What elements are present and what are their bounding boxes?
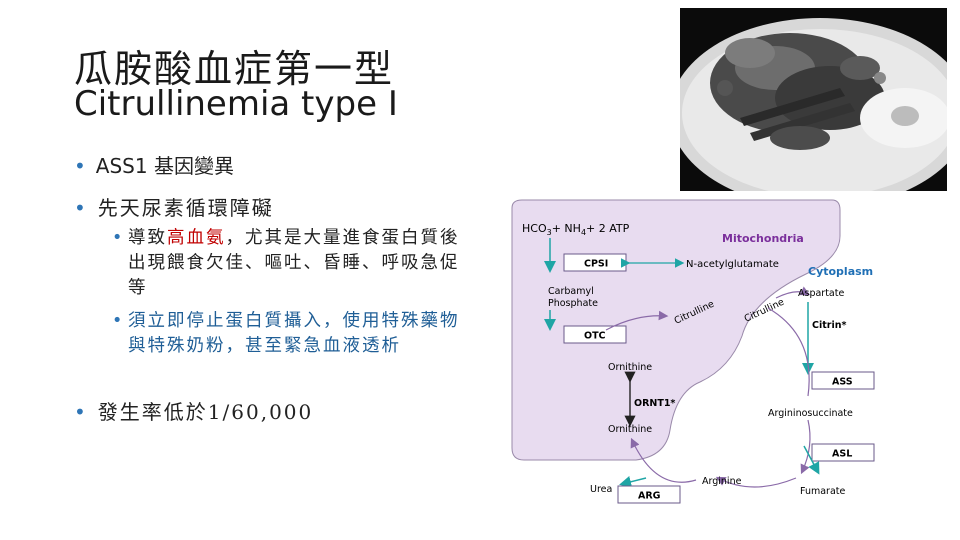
bullet-dot: • xyxy=(74,196,88,220)
phosphate-label: Phosphate xyxy=(548,298,598,309)
ass-enzyme-box xyxy=(811,371,875,390)
bullet-incidence: • 發生率低於1/60,000 xyxy=(74,396,313,425)
mitochondria-label: Mitochondria xyxy=(722,232,804,245)
bullet-dot: • xyxy=(74,400,88,424)
cytoplasm-label: Cytoplasm xyxy=(808,265,873,278)
page-title-english: Citrullinemia type I xyxy=(74,84,398,124)
otc-enzyme-box xyxy=(563,325,627,344)
bullet-gene: • ASS1 基因變異 xyxy=(74,150,234,179)
urea-label: Urea xyxy=(590,484,612,495)
nag-label: N-acetylglutamate xyxy=(686,259,779,270)
sub-bullet-symptoms: • 導致高血氨，尤其是大量進食蛋白質後出現餵食欠佳、嘔吐、昏睡、呼吸急促等 xyxy=(112,226,473,301)
sub-bullet-treatment: • 須立即停止蛋白質攝入，使用特殊藥物與特殊奶粉，甚至緊急血液透析 xyxy=(112,309,473,359)
bullet-dot: • xyxy=(74,154,86,178)
arg-enzyme-box xyxy=(617,485,681,504)
cpsi-label: CPSI xyxy=(584,259,608,270)
bullet-gene-text: ASS1 基因變異 xyxy=(95,154,234,178)
ornithine-bottom-label: Ornithine xyxy=(608,424,652,435)
citrin-label: Citrin* xyxy=(812,320,846,331)
bullet-disorder: • 先天尿素循環障礙 xyxy=(74,192,274,221)
sub-bullet-symptoms-pre: 導致 xyxy=(128,228,167,248)
argininosuccinate-label: Argininosuccinate xyxy=(768,408,853,419)
asl-label: ASL xyxy=(832,449,852,460)
ornithine-top-label: Ornithine xyxy=(608,362,652,373)
hco3-label: HCO3+ NH4+ 2 ATP xyxy=(522,222,630,237)
page-title-chinese: 瓜胺酸血症第一型 xyxy=(74,47,395,91)
sub-bullet-symptoms-post: ，尤其是大量進食蛋白質後出現餵食欠佳、嘔吐、昏睡、呼吸急促等 xyxy=(128,228,460,298)
arginine-label: Arginine xyxy=(702,476,742,487)
arg-label: ARG xyxy=(638,491,661,502)
ass-label: ASS xyxy=(832,377,853,388)
food-photo xyxy=(680,8,947,191)
sub-bullet-treatment-text: 須立即停止蛋白質攝入，使用特殊藥物與特殊奶粉，甚至緊急血液透析 xyxy=(128,311,460,356)
carbamyl-label: Carbamyl xyxy=(548,286,594,297)
highlight-hyperammonemia: 高血氨 xyxy=(167,228,226,248)
bullet-disorder-text: 先天尿素循環障礙 xyxy=(97,196,274,220)
bullet-incidence-text: 發生率低於1/60,000 xyxy=(97,400,314,424)
urea-cycle-diagram: HCO3+ NH4+ 2 ATP Mitochondria Cytoplasm … xyxy=(511,199,875,504)
asl-enzyme-box xyxy=(811,443,875,462)
bullet-dot: • xyxy=(112,311,125,331)
fumarate-label: Fumarate xyxy=(800,486,845,497)
aspartate-label: Aspartate xyxy=(798,288,844,299)
ornt1-label: ORNT1* xyxy=(634,398,675,409)
otc-label: OTC xyxy=(584,331,606,342)
bullet-dot: • xyxy=(112,228,125,248)
